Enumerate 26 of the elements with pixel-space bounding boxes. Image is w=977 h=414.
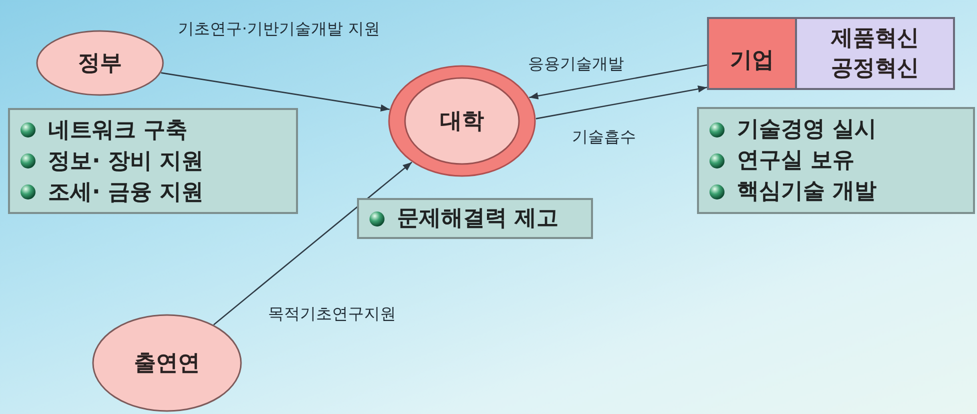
node-label: 정부 — [78, 50, 122, 78]
list-item-text: 핵심기술 개발 — [737, 178, 877, 206]
edge-label: 기술흡수 — [572, 127, 636, 148]
arrow — [161, 72, 390, 112]
arrow — [536, 85, 708, 120]
list-box — [697, 107, 975, 214]
oval-node — [92, 314, 242, 412]
list-item-text: 기술경영 실시 — [737, 116, 877, 144]
arrow — [529, 64, 708, 100]
list-box — [357, 198, 593, 239]
list-item-text: 조세· 금융 지원 — [48, 178, 204, 206]
list-item-text: 문제해결력 제고 — [397, 205, 559, 233]
oval-node — [36, 30, 164, 96]
edge-label: 목적기초연구지원 — [268, 304, 396, 325]
node-label: 출연연 — [134, 350, 200, 378]
list-item-text: 네트워크 구축 — [48, 116, 188, 144]
edge-label: 기초연구·기반기술개발 지원 — [178, 19, 380, 40]
split-box — [707, 17, 955, 90]
node-label: 대학 — [440, 108, 484, 136]
name-cell: 기업 — [709, 19, 795, 88]
edge-label: 응용기술개발 — [528, 54, 624, 75]
list-box — [8, 108, 298, 214]
list-item-text: 연구실 보유 — [737, 147, 855, 175]
list-item-text: 정보· 장비 지원 — [48, 148, 204, 176]
innovation-cell: 제품혁신 공정혁신 — [795, 19, 953, 88]
arrow — [213, 162, 412, 326]
